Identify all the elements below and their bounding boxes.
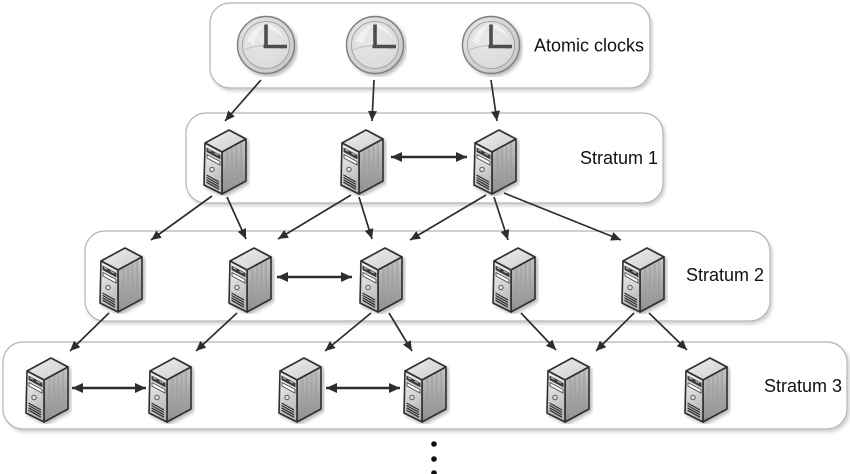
ellipsis-dot <box>431 456 437 462</box>
sync-arrow <box>520 312 557 351</box>
sync-arrow <box>648 312 688 351</box>
stratum-2-label: Stratum 2 <box>686 265 764 285</box>
server-icon <box>547 358 589 422</box>
server-icon <box>493 248 535 312</box>
sync-arrow <box>324 312 372 352</box>
clock-icon <box>463 17 520 74</box>
sync-arrow <box>277 194 352 240</box>
stratum-1-label: Stratum 1 <box>580 148 658 168</box>
sync-arrow <box>69 312 110 352</box>
level-atomic-clocks: Atomic clocks <box>209 2 651 89</box>
sync-arrow <box>388 312 413 352</box>
sync-arrow <box>195 312 238 352</box>
server-icon <box>204 130 246 194</box>
atomic-clocks-label: Atomic clocks <box>534 36 644 56</box>
peer-sync-arrows <box>72 152 467 393</box>
clock-icon <box>238 17 295 74</box>
stratum-3-label: Stratum 3 <box>764 376 842 396</box>
sync-arrow <box>490 79 501 122</box>
sync-arrow <box>409 194 487 241</box>
ellipsis-dot <box>431 441 437 447</box>
continuation-ellipsis <box>431 441 437 474</box>
sync-arrow <box>367 79 377 122</box>
server-icon <box>474 130 516 194</box>
stratum2-to-stratum3-arrows <box>69 312 688 352</box>
server-icon <box>149 358 191 422</box>
server-icon <box>100 248 142 312</box>
ellipsis-dot <box>431 470 437 474</box>
sync-arrow <box>493 196 510 241</box>
sync-arrow <box>224 79 262 122</box>
sync-arrow <box>595 312 635 352</box>
sync-arrow <box>358 196 374 240</box>
stratum-2-box <box>84 230 771 322</box>
server-icon <box>360 248 402 312</box>
stratum1-to-stratum2-arrows <box>150 192 622 241</box>
sync-arrow <box>503 192 622 241</box>
server-icon <box>622 248 664 312</box>
level-stratum-2: Stratum 2 <box>84 230 771 322</box>
server-icon <box>229 248 271 312</box>
sync-arrow <box>150 195 213 241</box>
server-icon <box>279 358 321 422</box>
server-icon <box>341 130 383 194</box>
server-icon <box>685 358 727 422</box>
clock-icon <box>347 17 404 74</box>
clock-to-stratum1-arrows <box>224 79 501 122</box>
server-icon <box>404 358 446 422</box>
atomic-clocks-box <box>209 2 651 89</box>
sync-arrow <box>226 196 247 240</box>
server-icon <box>26 358 68 422</box>
